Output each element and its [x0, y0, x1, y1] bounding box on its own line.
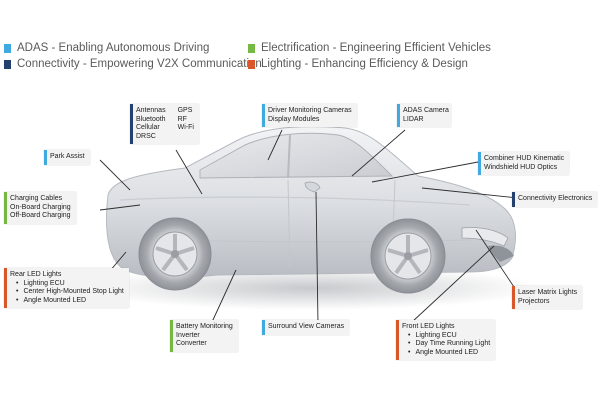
leader-surround-view — [315, 191, 319, 325]
legend-electrification: Electrification - Engineering Efficient … — [248, 42, 491, 54]
surround-view-line: Surround View Cameras — [268, 323, 345, 330]
lighting-bar — [4, 268, 7, 309]
center-stop-light-item: Center High-Mounted Stop Light — [10, 288, 123, 297]
leader-adas-camera — [351, 129, 406, 177]
label-connectivity-electronics: Connectivity Electronics — [512, 192, 598, 207]
connectivity-swatch — [4, 59, 11, 69]
leader-park-assist — [99, 159, 131, 191]
legend-adas: ADAS - Enabling Autonomous Driving — [4, 42, 209, 54]
leader-laser-matrix — [475, 229, 521, 297]
legend-lighting: Lighting - Enhancing Efficiency & Design — [248, 58, 468, 70]
grille — [488, 245, 514, 262]
headlight — [461, 227, 509, 247]
projectors-line: Projectors — [518, 297, 550, 305]
drsc-item: DRSC — [136, 132, 156, 140]
adas-bar — [397, 104, 400, 128]
combiner-hud-line: Combiner HUD Kinematic — [484, 155, 565, 162]
connectivity-electronics-line: Connectivity Electronics — [518, 195, 593, 202]
legend-connectivity-label: Connectivity - Empowering V2X Communicat… — [17, 58, 262, 70]
off-board-charging-line: Off-Board Charging — [10, 212, 71, 220]
car-windows — [199, 132, 394, 179]
label-adas-camera: ADAS Camera LIDAR — [397, 104, 451, 128]
side-mirror — [304, 181, 321, 193]
front-led-title: Front LED Lights — [402, 323, 455, 330]
driver-monitoring-line: Driver Monitoring Cameras — [268, 107, 352, 114]
gps-item: GPS — [177, 107, 193, 114]
wifi-item: Wi-Fi — [177, 124, 194, 132]
label-park-assist: Park Assist — [44, 150, 90, 165]
label-front-led: Front LED Lights Lighting ECU Day Time R… — [396, 320, 496, 361]
legend-electrification-label: Electrification - Engineering Efficient … — [261, 42, 491, 54]
leader-combiner-hud — [371, 161, 479, 183]
legend-adas-label: ADAS - Enabling Autonomous Driving — [17, 42, 210, 54]
adas-bar — [262, 104, 265, 128]
label-charging: Charging Cables On-Board Charging Off-Bo… — [4, 192, 76, 224]
leader-connectivity-electronics — [421, 187, 519, 199]
adas-bar — [478, 152, 481, 176]
lidar-line: LIDAR — [403, 115, 424, 123]
leader-charging — [99, 204, 141, 211]
electrification-bar — [170, 320, 173, 352]
on-board-charging-line: On-Board Charging — [10, 203, 71, 211]
charging-cables-line: Charging Cables — [10, 195, 63, 202]
park-assist-line: Park Assist — [50, 153, 85, 160]
connectivity-bar — [130, 104, 133, 145]
rf-item: RF — [177, 115, 187, 123]
adas-bar — [262, 320, 265, 335]
inverter-line: Inverter — [176, 331, 200, 339]
label-combiner-hud: Combiner HUD Kinematic Windshield HUD Op… — [478, 152, 570, 176]
laser-matrix-line: Laser Matrix Lights — [518, 289, 578, 296]
rear-led-title: Rear LED Lights — [10, 271, 62, 278]
adas-camera-line: ADAS Camera — [403, 107, 449, 114]
leader-driver-monitoring — [267, 129, 283, 161]
daytime-running-light-item: Day Time Running Light — [402, 340, 490, 349]
adas-swatch — [4, 43, 11, 53]
bluetooth-item: Bluetooth — [136, 115, 166, 123]
label-antennas: Antennas Bluetooth Cellular DRSC GPS RF … — [130, 104, 199, 145]
rear-angle-led-item: Angle Mounted LED — [10, 297, 124, 306]
label-laser-matrix: Laser Matrix Lights Projectors — [512, 286, 583, 310]
label-battery: Battery Monitoring Inverter Converter — [170, 320, 238, 352]
battery-monitoring-line: Battery Monitoring — [176, 323, 233, 330]
leader-front-led — [411, 245, 495, 323]
label-rear-led: Rear LED Lights Lighting ECU Center High… — [4, 268, 129, 309]
antennas-item: Antennas — [136, 107, 166, 114]
legend-lighting-label: Lighting - Enhancing Efficiency & Design — [261, 58, 468, 70]
leader-antennas — [175, 149, 203, 195]
rear-lighting-ecu-item: Lighting ECU — [10, 280, 124, 289]
adas-bar — [44, 150, 47, 165]
cellular-item: Cellular — [136, 124, 160, 132]
lighting-bar — [512, 286, 515, 310]
label-driver-monitoring: Driver Monitoring Cameras Display Module… — [262, 104, 357, 128]
lighting-swatch — [248, 59, 255, 69]
label-surround-view: Surround View Cameras — [262, 320, 350, 335]
lighting-bar — [396, 320, 399, 361]
connectivity-bar — [512, 192, 515, 207]
leader-battery — [211, 269, 237, 323]
front-angle-led-item: Angle Mounted LED — [402, 349, 490, 358]
legend-connectivity: Connectivity - Empowering V2X Communicat… — [4, 58, 262, 70]
front-lighting-ecu-item: Lighting ECU — [402, 332, 490, 341]
electrification-bar — [4, 192, 7, 224]
display-modules-line: Display Modules — [268, 115, 320, 123]
windshield-hud-line: Windshield HUD Optics — [484, 163, 558, 171]
converter-line: Converter — [176, 340, 207, 348]
electrification-swatch — [248, 43, 255, 53]
